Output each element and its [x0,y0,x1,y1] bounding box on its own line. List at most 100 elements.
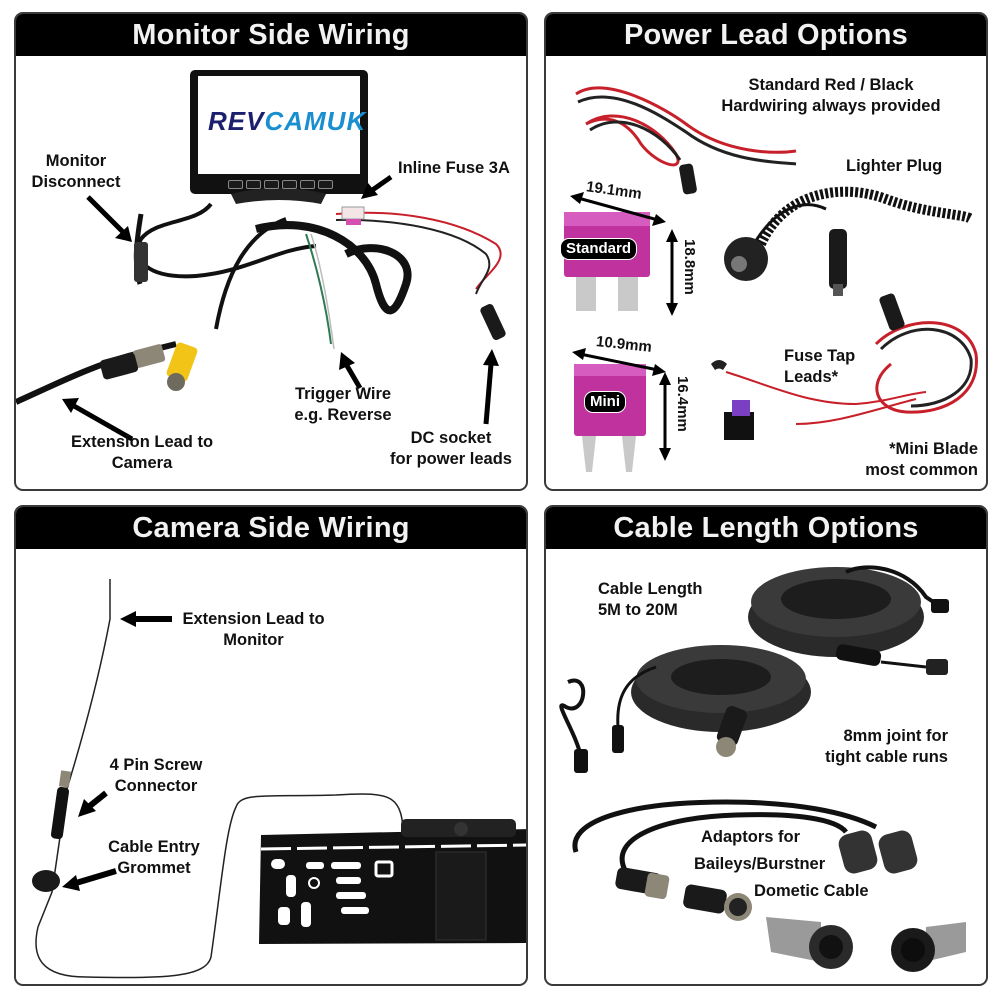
label-line: Grommet [117,859,191,877]
screw-connector-body [50,786,70,840]
panel-monitor-side-wiring: Monitor Side Wiring [14,12,528,491]
lighter-plug-lead [724,186,975,296]
cable-coil-small [559,645,811,773]
green-trigger-wire [305,233,332,345]
arrow-dc-socket [483,349,499,425]
label-line: Monitor [223,631,284,649]
monitor-button [264,180,279,189]
label-line: Adaptors for [701,828,800,846]
cable-length-illustration [559,565,966,972]
extension-connector-body [99,352,139,380]
label-line: Cable Length [598,580,703,598]
fuse-tap-leads [711,293,978,440]
monitor-wiring-illustration [16,70,506,442]
panel-camera-side-wiring: Camera Side Wiring [14,505,528,986]
label-pin-connector: 4 Pin Screw Connector [96,755,216,797]
video-cable [214,217,287,330]
panel-title: Power Lead Options [546,14,986,56]
label-line: Leads* [784,368,839,386]
label-line: Connector [114,777,198,795]
fuse-badge-standard: Standard [560,238,638,260]
panel-cable-length-options: Cable Length Options [544,505,988,986]
loom-cable [255,221,412,315]
cable-coil-large [748,565,949,675]
label-line: Baileys/Burstner [694,855,826,873]
cable-entry-grommet [32,870,60,892]
label-grommet: Cable Entry Grommet [94,837,214,879]
standard-fuse [564,212,650,311]
brand-logo-camuk: CAMUK [264,106,367,136]
dimension-standard-height: 18.8mm [681,239,698,295]
monitor-screen [198,76,360,174]
label-line: Fuse Tap [784,347,856,365]
dimension-arrow-standard-width [570,192,666,226]
disconnect-connector [134,242,148,282]
monitor-button [300,180,315,189]
label-line: tight cable runs [825,748,948,766]
inline-fuse-holder [341,206,365,220]
label-line: Extension Lead to [182,610,325,628]
arrow-monitor-disconnect [86,195,132,242]
label-line: Monitor [45,152,107,170]
label-line: Dometic Cable [754,882,869,900]
panel-power-lead-options: Power Lead Options [544,12,988,491]
label-fuse-tap: Fuse Tap Leads* [784,346,855,388]
label-line: Standard Red / Black [748,76,914,94]
monitor-button [246,180,261,189]
brand-logo: REVCAMUK [208,106,366,137]
hardwire-lead [575,86,797,195]
label-extension-lead-monitor: Extension Lead to Monitor [166,609,341,651]
dimension-arrow-standard-height [666,229,678,316]
label-mini-blade-note: *Mini Blade most common [836,439,978,481]
label-standard-hardwiring: Standard Red / Black Hardwiring always p… [696,75,966,117]
label-line: Camera [111,454,173,472]
label-line: 8mm joint for [843,727,948,745]
arrow-grommet [62,868,117,891]
label-line: most common [865,461,978,479]
label-cable-length: Cable Length 5M to 20M [598,579,703,621]
arrow-inline-fuse [361,174,393,199]
panel-title: Camera Side Wiring [16,507,526,549]
red-power-wire [335,211,502,290]
dimension-arrow-mini-width [572,348,666,376]
label-line: *Mini Blade [889,440,978,458]
label-dc-socket: DC socket for power leads [376,428,526,470]
monitor-button [228,180,243,189]
label-line: Disconnect [31,173,121,191]
label-line: Trigger Wire [294,385,392,403]
power-lead-illustration [564,86,978,472]
panel-title: Monitor Side Wiring [16,14,526,56]
label-trigger-wire: Trigger Wire e.g. Reverse [278,384,408,426]
arrow-trigger-wire [339,352,363,390]
label-line: 5M to 20M [598,601,678,619]
label-line: for power leads [390,450,512,468]
camera-wiring-illustration [32,579,526,979]
camera-cable [35,579,405,979]
label-line: Hardwiring always provided [721,97,941,115]
arrow-screw-connector [78,790,108,817]
label-lighter-plug: Lighter Plug [846,157,943,175]
dimension-arrow-mini-height [659,372,671,461]
white-trigger-wire [310,233,335,350]
label-line: DC socket [410,429,492,447]
panel-title: Cable Length Options [546,507,986,549]
extension-connector-metal [132,344,166,368]
monitor-cable [136,202,317,279]
inline-fuse [346,219,361,225]
monitor-button [282,180,297,189]
label-joint: 8mm joint for tight cable runs [786,726,948,768]
arrow-extension-lead [62,398,134,442]
yellow-connector-tip [167,373,185,391]
brand-logo-rev: REV [208,106,265,136]
label-extension-lead-camera: Extension Lead to Camera [52,432,232,474]
fuse-badge-mini: Mini [584,391,626,413]
adaptor-cables [572,799,966,972]
monitor-button [318,180,333,189]
mini-fuse [574,364,646,472]
screw-connector-metal [58,770,72,788]
label-line: Cable Entry [108,838,200,856]
label-line: 4 Pin Screw [109,756,203,774]
number-plate-camera [259,819,526,944]
dimension-mini-height: 16.4mm [674,376,691,432]
arrow-extension-lead-monitor [120,611,172,627]
